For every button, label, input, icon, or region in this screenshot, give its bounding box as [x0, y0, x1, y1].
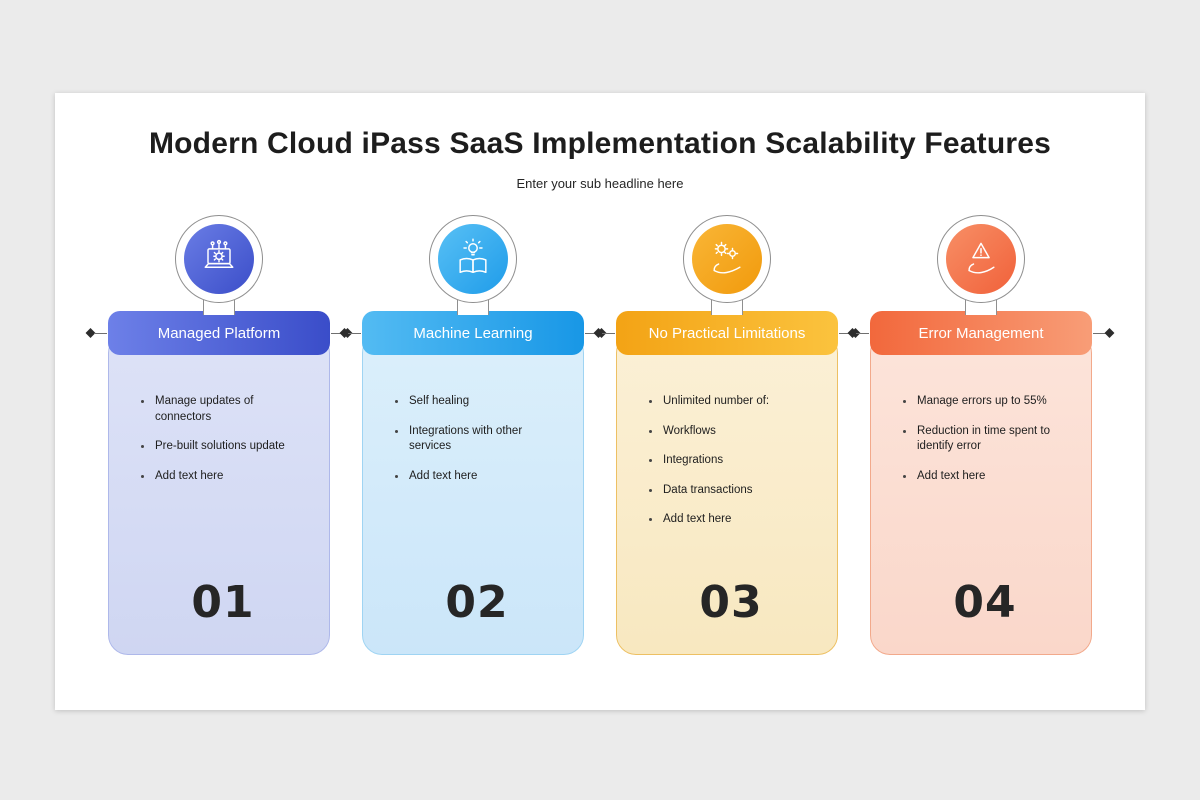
feature-column-error-management: Error Management Manage errors up to 55%… — [847, 215, 1115, 655]
column-number: 02 — [445, 577, 509, 628]
bullet-item: Integrations — [647, 453, 815, 469]
bullet-item: Manage errors up to 55% — [901, 394, 1069, 410]
connector-line — [348, 333, 361, 334]
bullet-item: Integrations with other services — [393, 424, 561, 455]
laptop-gear-icon — [184, 224, 254, 294]
bullet-item: Data transactions — [647, 483, 815, 499]
bullet-item: Workflows — [647, 424, 815, 440]
column-header: No Practical Limitations — [593, 311, 861, 355]
hand-gears-icon — [692, 224, 762, 294]
bullet-item: Manage updates of connectors — [139, 394, 307, 425]
column-number: 01 — [191, 577, 255, 628]
icon-ring — [429, 215, 517, 303]
connector-line — [585, 333, 598, 334]
icon-ring — [175, 215, 263, 303]
column-header: Error Management — [847, 311, 1115, 355]
bullet-list: Manage errors up to 55% Reduction in time… — [901, 394, 1069, 498]
bullet-item: Add text here — [647, 512, 815, 528]
columns-container: Managed Platform Manage updates of conne… — [55, 215, 1145, 655]
hand-warning-icon — [946, 224, 1016, 294]
feature-column-no-practical-limitations: No Practical Limitations Unlimited numbe… — [593, 215, 861, 655]
column-header: Machine Learning — [339, 311, 607, 355]
column-header-label: Error Management — [918, 324, 1044, 342]
bullet-item: Add text here — [139, 469, 307, 485]
diamond-connector-icon — [1104, 328, 1115, 338]
connector-line — [94, 333, 107, 334]
icon-ring — [683, 215, 771, 303]
column-body: Manage errors up to 55% Reduction in time… — [870, 333, 1092, 655]
connector-line — [1093, 333, 1106, 334]
column-header-label: Managed Platform — [157, 324, 281, 342]
bullet-item: Self healing — [393, 394, 561, 410]
icon-ring — [937, 215, 1025, 303]
column-number: 04 — [953, 577, 1017, 628]
connector-line — [839, 333, 852, 334]
connector-line — [331, 333, 344, 334]
bullet-item: Add text here — [393, 469, 561, 485]
connector-line — [856, 333, 869, 334]
page-subtitle: Enter your sub headline here — [516, 176, 684, 191]
page-title: Modern Cloud iPass SaaS Implementation S… — [148, 127, 1052, 160]
bullet-item: Unlimited number of: — [647, 394, 815, 410]
bullet-item: Pre-built solutions update — [139, 439, 307, 455]
column-header-label: Machine Learning — [413, 324, 533, 342]
column-number: 03 — [699, 577, 763, 628]
bullet-item: Add text here — [901, 469, 1069, 485]
column-header-label: No Practical Limitations — [648, 324, 806, 342]
column-header: Managed Platform — [85, 311, 353, 355]
bullet-item: Reduction in time spent to identify erro… — [901, 424, 1069, 455]
connector-line — [602, 333, 615, 334]
feature-column-managed-platform: Managed Platform Manage updates of conne… — [85, 215, 353, 655]
slide: Modern Cloud iPass SaaS Implementation S… — [55, 93, 1145, 710]
book-bulb-icon — [438, 224, 508, 294]
